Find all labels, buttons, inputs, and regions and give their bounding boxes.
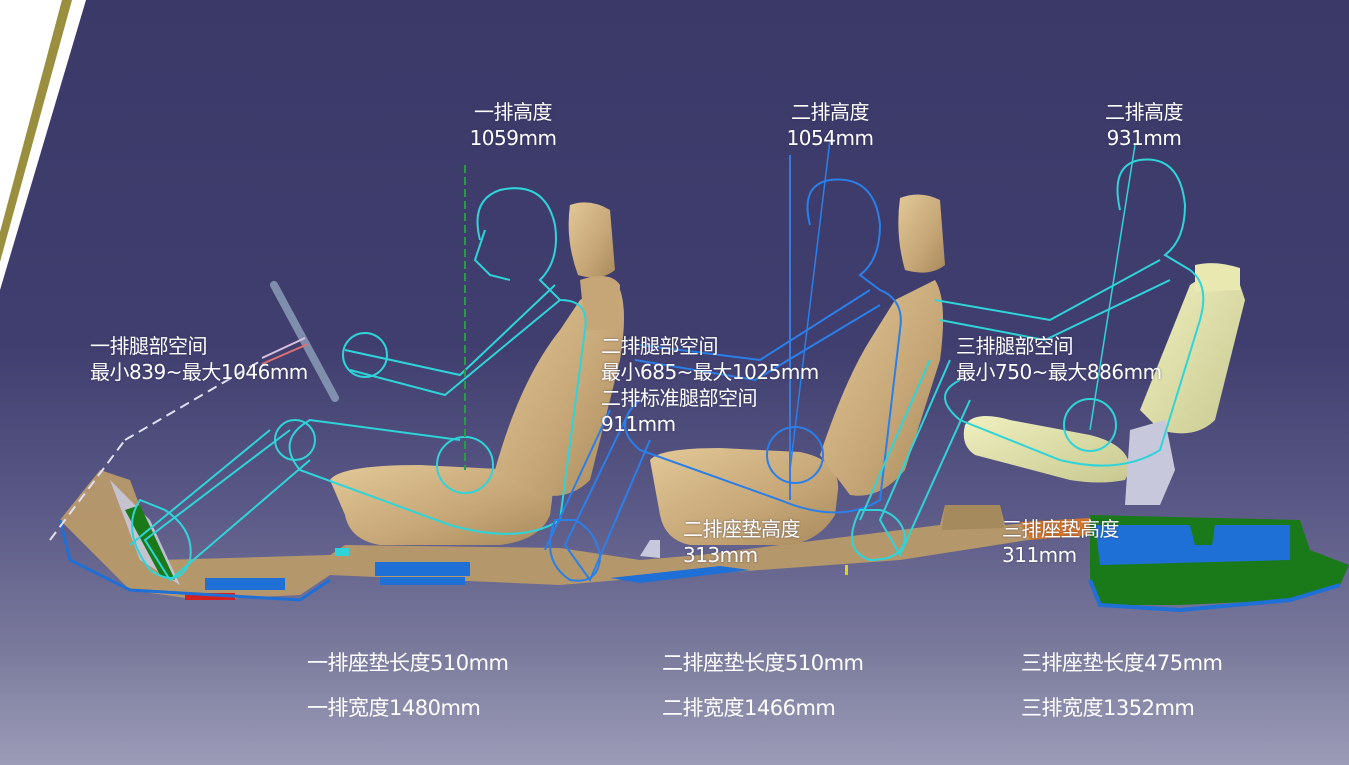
- row2-legroom-range: 最小685~最大1025mm: [601, 360, 819, 384]
- row2-legroom-label: 二排腿部空间 最小685~最大1025mm 二排标准腿部空间 911mm: [601, 333, 819, 437]
- row2-cushion-height-value: 313mm: [683, 543, 758, 567]
- row1-height-label: 一排高度 1059mm: [455, 99, 571, 151]
- row1-legroom-title: 一排腿部空间: [90, 334, 207, 358]
- floor-pan: [58, 470, 1060, 602]
- front-seat: [330, 202, 624, 545]
- row1-width: 一排宽度1480mm: [307, 696, 481, 720]
- row3-cushion-length: 三排座垫长度475mm: [1021, 651, 1223, 675]
- row3-height-value: 931mm: [1106, 126, 1182, 150]
- row1-height-title: 一排高度: [474, 100, 553, 124]
- row3-legroom-title: 三排腿部空间: [956, 334, 1073, 358]
- row2-cushion-height-title: 二排座垫高度: [683, 517, 801, 541]
- row3-legroom-range: 最小750~最大886mm: [956, 360, 1162, 384]
- row2-cushion-height-label: 二排座垫高度 313mm: [683, 516, 801, 568]
- row1-legroom-label: 一排腿部空间 最小839~最大1046mm: [90, 333, 308, 385]
- row2-height-title: 二排高度: [791, 100, 870, 124]
- row3-mannequin-outline: [851, 158, 1205, 562]
- second-row-seat: [650, 194, 945, 545]
- row2-cushion-length: 二排座垫长度510mm: [662, 651, 864, 675]
- row3-legroom-label: 三排腿部空间 最小750~最大886mm: [956, 333, 1162, 385]
- row2-mannequin-outline: [544, 178, 902, 583]
- row3-height-label: 二排高度 931mm: [1086, 99, 1202, 151]
- row1-cushion-length: 一排座垫长度510mm: [307, 651, 509, 675]
- row3-cushion-height-value: 311mm: [1002, 543, 1077, 567]
- row2-standard-legroom-title: 二排标准腿部空间: [601, 386, 757, 410]
- row3-cushion-height-title: 三排座垫高度: [1002, 517, 1120, 541]
- row3-cushion-height-label: 三排座垫高度 311mm: [1002, 516, 1120, 568]
- row2-standard-legroom-value: 911mm: [601, 412, 676, 436]
- row1-mannequin-outline: [129, 187, 587, 582]
- row2-height-value: 1054mm: [786, 126, 874, 150]
- steering-wheel: [49, 281, 339, 541]
- row1-height-value: 1059mm: [469, 126, 557, 150]
- row3-height-title: 二排高度: [1105, 100, 1184, 124]
- row1-legroom-range: 最小839~最大1046mm: [90, 360, 308, 384]
- row2-height-label: 二排高度 1054mm: [772, 99, 888, 151]
- row3-width: 三排宽度1352mm: [1021, 696, 1195, 720]
- row2-legroom-title: 二排腿部空间: [601, 334, 718, 358]
- rear-floor-tub: [1020, 515, 1349, 613]
- row2-width: 二排宽度1466mm: [662, 696, 836, 720]
